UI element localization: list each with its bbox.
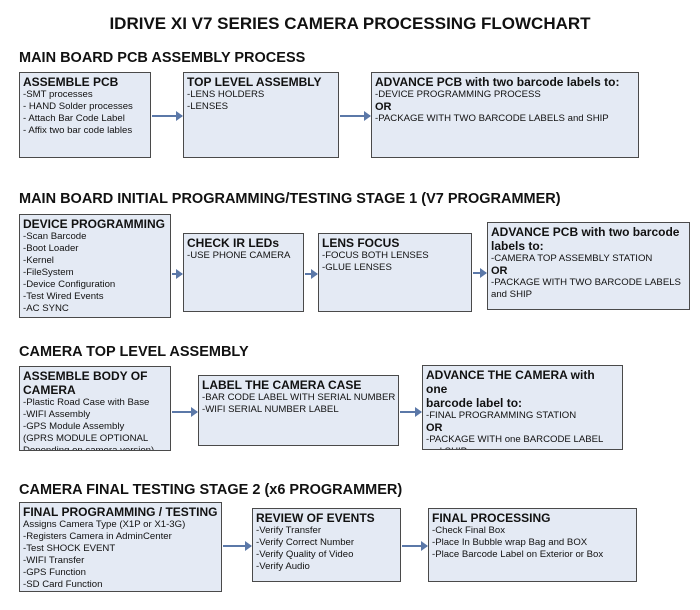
- box-line: -LENS HOLDERS: [187, 89, 265, 100]
- box-line: -Verify Correct Number: [256, 537, 355, 548]
- box-line: -Test SHOCK EVENT: [23, 543, 116, 554]
- box-line: - Affix two bar code lables: [23, 125, 133, 136]
- box-line: Assigns Camera Type (X1P or X1-3G): [23, 519, 186, 530]
- box-line: -WIFI Assembly: [23, 409, 91, 420]
- section-heading: CAMERA FINAL TESTING STAGE 2 (x6 PROGRAM…: [19, 482, 403, 498]
- box-line: -DEVICE PROGRAMMING PROCESS: [375, 89, 541, 100]
- box-title: LENS FOCUS: [322, 236, 400, 250]
- box-line: -WIFI Transfer: [23, 555, 85, 566]
- top-level-assembly-box: TOP LEVEL ASSEMBLY-LENS HOLDERS-LENSES: [183, 72, 339, 158]
- box-line: OR: [375, 101, 392, 113]
- box-line: OR: [426, 422, 443, 434]
- flow-arrow: [340, 111, 371, 121]
- box-line: -Check Final Box: [432, 525, 506, 536]
- box-line: - Attach Bar Code Label: [23, 113, 125, 124]
- check-ir-leds-box: CHECK IR LEDs-USE PHONE CAMERA: [183, 233, 304, 312]
- box-line: -PACKAGE WITH TWO BARCODE LABELS and SHI…: [375, 113, 609, 124]
- box-title: ADVANCE THE CAMERA with one: [426, 368, 595, 396]
- box-title: LABEL THE CAMERA CASE: [202, 378, 362, 392]
- flow-arrow: [402, 541, 428, 551]
- box-line: -Place In Bubble wrap Bag and BOX: [432, 537, 588, 548]
- box-line: -Test Wired Events: [23, 291, 104, 302]
- section-heading: CAMERA TOP LEVEL ASSEMBLY: [19, 344, 249, 360]
- box-title: FINAL PROCESSING: [432, 511, 551, 525]
- section-heading: MAIN BOARD INITIAL PROGRAMMING/TESTING S…: [19, 191, 561, 207]
- box-title: ASSEMBLE PCB: [23, 75, 119, 89]
- box-line: -BAR CODE LABEL WITH SERIAL NUMBER: [202, 392, 396, 403]
- box-line: -Device Configuration: [23, 279, 116, 290]
- box-title: ASSEMBLE BODY OF: [23, 369, 148, 383]
- box-line: and SHIP: [426, 446, 619, 449]
- box-line: -Registers Camera in AdminCenter: [23, 531, 172, 542]
- flow-arrow: [223, 541, 252, 551]
- box-line: -Kernel: [23, 255, 54, 266]
- label-camera-case-box: LABEL THE CAMERA CASE-BAR CODE LABEL WIT…: [198, 375, 399, 446]
- box-line: -USE PHONE CAMERA: [187, 250, 291, 261]
- box-line: -Place Barcode Label on Exterior or Box: [432, 549, 604, 560]
- box-line: -GPS Function: [23, 567, 86, 578]
- box-line: -Verify Transfer: [256, 525, 322, 536]
- box-title: ADVANCE PCB with two barcode labels to:: [375, 75, 620, 89]
- flow-arrow: [473, 268, 487, 278]
- box-line: and SHIP: [491, 289, 533, 300]
- device-programming-box: DEVICE PROGRAMMING-Scan Barcode-Boot Loa…: [19, 214, 171, 318]
- box-line: Depending on camera version): [23, 445, 155, 451]
- box-title: CAMERA: [23, 383, 76, 397]
- review-of-events-box: REVIEW OF EVENTS-Verify Transfer-Verify …: [252, 508, 401, 582]
- box-line: -SD Card Function: [23, 579, 103, 590]
- box-line: -LENSES: [187, 101, 229, 112]
- flow-arrow: [400, 407, 422, 417]
- assemble-pcb-box: ASSEMBLE PCB -SMT processes - HAND Solde…: [19, 72, 151, 158]
- box-line: -Verify Audio: [256, 561, 310, 572]
- flow-arrow: [172, 269, 183, 279]
- flow-arrow: [172, 407, 198, 417]
- flow-arrow: [152, 111, 183, 121]
- box-title: DEVICE PROGRAMMING: [23, 217, 166, 231]
- box-line: -SMT processes: [23, 89, 93, 100]
- box-line: -Plastic Road Case with Base: [23, 397, 150, 408]
- box-line: -CAMERA TOP ASSEMBLY STATION: [491, 253, 653, 264]
- lens-focus-box: LENS FOCUS-FOCUS BOTH LENSES-GLUE LENSES: [318, 233, 472, 312]
- box-title: ADVANCE PCB with two barcode: [491, 225, 680, 239]
- box-line: -Boot Loader: [23, 243, 79, 254]
- section-heading: MAIN BOARD PCB ASSEMBLY PROCESS: [19, 50, 306, 66]
- box-title: FINAL PROGRAMMING / TESTING: [23, 505, 218, 519]
- box-line: -GLUE LENSES: [322, 262, 392, 273]
- box-line: (GPRS MODULE OPTIONAL: [23, 433, 149, 444]
- flowchart-title: IDRIVE XI V7 SERIES CAMERA PROCESSING FL…: [109, 14, 591, 33]
- box-line: -AC SYNC: [23, 303, 69, 314]
- box-line: -Scan Barcode: [23, 231, 87, 242]
- box-line: -PACKAGE WITH TWO BARCODE LABELS: [491, 277, 681, 288]
- box-line: -GPS Module Assembly: [23, 421, 125, 432]
- box-line: -FileSystem: [23, 267, 74, 278]
- box-line: -Verify Quality of Video: [256, 549, 354, 560]
- box-title: labels to:: [491, 239, 544, 253]
- box-line: -FOCUS BOTH LENSES: [322, 250, 429, 261]
- box-line: -WIFI SERIAL NUMBER LABEL: [202, 404, 339, 415]
- box-line: -PACKAGE WITH one BARCODE LABEL: [426, 434, 604, 445]
- box-title: TOP LEVEL ASSEMBLY: [187, 75, 322, 89]
- final-processing-box: FINAL PROCESSING -Check Final Box-Place …: [428, 508, 637, 582]
- box-line: -FINAL PROGRAMMING STATION: [426, 410, 577, 421]
- box-title: CHECK IR LEDs: [187, 236, 280, 250]
- box-line: - HAND Solder processes: [23, 101, 133, 112]
- box-line: OR: [491, 265, 508, 277]
- box-title: barcode label to:: [426, 396, 523, 410]
- box-title: REVIEW OF EVENTS: [256, 511, 375, 525]
- flow-arrow: [305, 269, 318, 279]
- advance-pcb-box: ADVANCE PCB with two barcode labels to:-…: [371, 72, 639, 158]
